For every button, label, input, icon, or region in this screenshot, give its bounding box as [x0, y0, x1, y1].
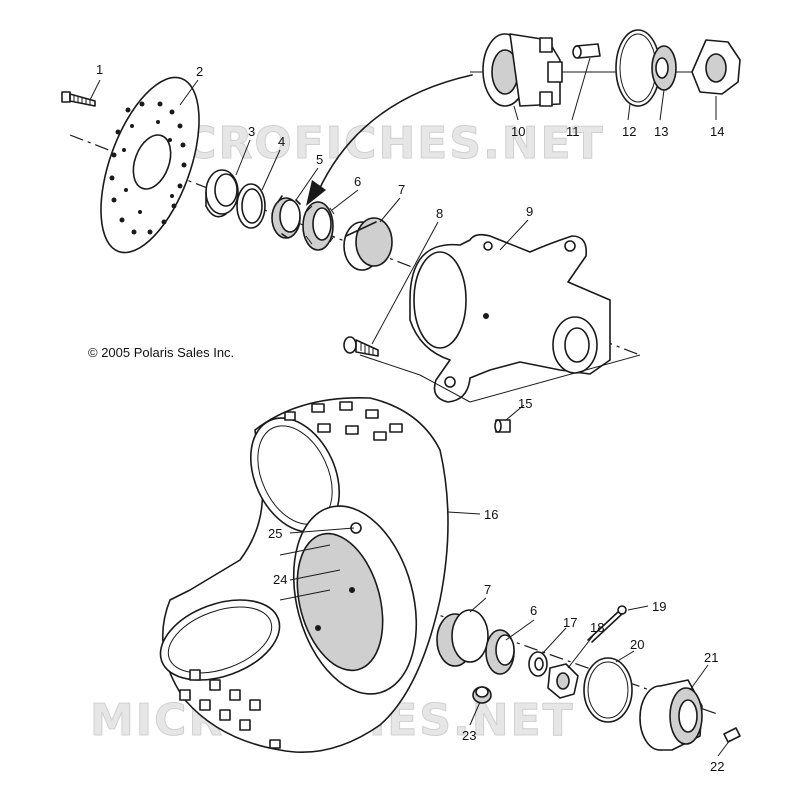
callout-16: 16: [484, 507, 498, 522]
callout-25: 25: [268, 526, 282, 541]
pin-part: [572, 43, 601, 59]
valve-cap-part: [472, 686, 492, 704]
nut-14-part: [691, 39, 741, 95]
callout-10: 10: [511, 124, 525, 139]
callout-3: 3: [248, 124, 255, 139]
valve-stem-part: [494, 419, 511, 433]
callout-20: 20: [630, 637, 644, 652]
callout-13: 13: [654, 124, 668, 139]
axis-line-lower: [269, 554, 721, 716]
callout-12: 12: [622, 124, 636, 139]
hub-cap-part: [639, 679, 703, 751]
leader-lines: [89, 57, 731, 757]
callout-14: 14: [710, 124, 724, 139]
screw-8-part: [343, 336, 379, 357]
hub-carrier-part: [359, 233, 641, 403]
callout-4: 4: [278, 134, 285, 149]
bearing-6-part: [302, 201, 335, 251]
callout-8: 8: [436, 206, 443, 221]
callout-7-lower: 7: [484, 582, 491, 597]
callout-1: 1: [96, 62, 103, 77]
callout-17: 17: [563, 615, 577, 630]
assembly-arrow: [317, 74, 473, 193]
callout-19: 19: [652, 599, 666, 614]
callout-21: 21: [704, 650, 718, 665]
seal-part: [205, 169, 239, 218]
callout-11: 11: [566, 124, 580, 139]
callout-15: 15: [518, 396, 532, 411]
washer-17-part: [528, 651, 548, 677]
brake-disc-part: [100, 76, 200, 254]
bearing-lower-part: [485, 629, 515, 675]
callouts: 1 2 3 4 5 6 7 8 9 10 11 12 13 14 15 16 7…: [96, 62, 724, 774]
callout-7: 7: [398, 182, 405, 197]
callout-6: 6: [354, 174, 361, 189]
oring-20-part: [583, 657, 633, 723]
washer-13-part: [651, 45, 677, 91]
callout-5: 5: [316, 152, 323, 167]
snap-ring-part: [236, 183, 266, 229]
bearing-cup-part: [343, 217, 393, 271]
rim-part: [279, 505, 418, 695]
callout-24: 24: [273, 572, 287, 587]
bearing-cup-lower-part: [436, 609, 489, 667]
callout-2: 2: [196, 64, 203, 79]
callout-18: 18: [590, 620, 604, 635]
assembly-arrow-head: [306, 180, 326, 206]
nut-18-part: [547, 663, 579, 699]
copyright-notice: © 2005 Polaris Sales Inc.: [88, 345, 234, 360]
drive-hub-part: [482, 33, 563, 107]
callout-23: 23: [462, 728, 476, 743]
bearing-5-part: [271, 195, 301, 239]
screw-22-part: [723, 727, 741, 743]
callout-9: 9: [526, 204, 533, 219]
watermark-top: MICROFICHES.NET: [120, 118, 605, 169]
callout-6-lower: 6: [530, 603, 537, 618]
bolt-part: [61, 91, 96, 107]
callout-22: 22: [710, 759, 724, 774]
